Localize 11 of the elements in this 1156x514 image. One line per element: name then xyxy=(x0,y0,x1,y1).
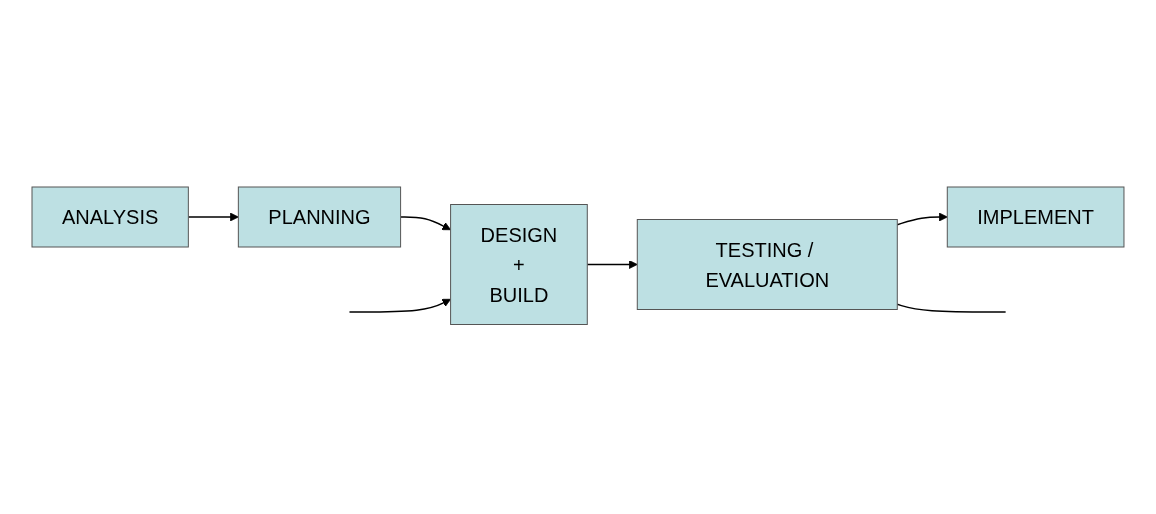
arrow xyxy=(348,298,451,313)
node-box: PLANNING xyxy=(237,186,402,248)
node-box: IMPLEMENT xyxy=(946,186,1125,248)
arrow xyxy=(399,216,451,231)
node-box: ANALYSIS xyxy=(31,186,189,248)
arrow xyxy=(187,212,239,222)
arrow xyxy=(586,260,638,269)
node-box: DESIGN + BUILD xyxy=(450,204,588,325)
connector xyxy=(896,303,1007,313)
node-box: TESTING / EVALUATION xyxy=(636,219,898,310)
arrow xyxy=(896,212,948,226)
